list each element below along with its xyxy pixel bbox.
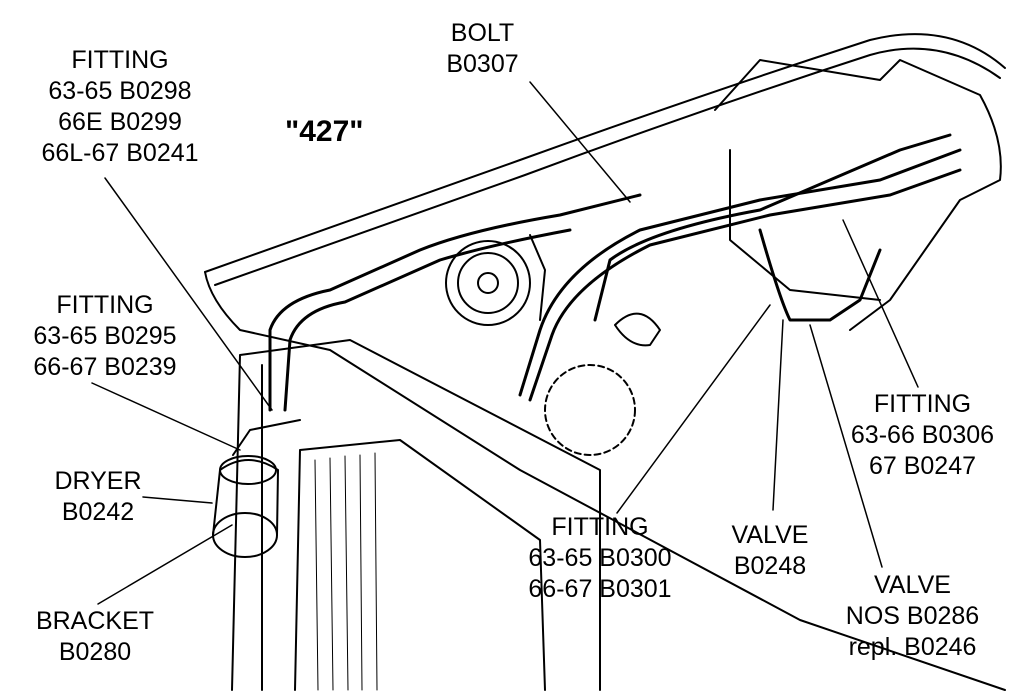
callout-line: 66-67 B0239 xyxy=(33,353,177,381)
callout-name: FITTING xyxy=(71,46,169,74)
callout-name: FITTING xyxy=(56,291,154,319)
callout-name: BRACKET xyxy=(35,607,155,635)
hood-outline xyxy=(204,33,1006,273)
callout-line: B0280 xyxy=(58,638,132,666)
dryer-canister xyxy=(212,419,301,558)
callout-line: B0248 xyxy=(733,552,807,580)
callout-name: VALVE xyxy=(731,521,809,549)
leader-fitting-left-mid xyxy=(91,382,241,451)
firewall-line-2 xyxy=(729,149,881,301)
leader-bracket xyxy=(97,524,233,605)
callout-fitting-left-mid: FITTING 63-65 B0295 66-67 B0239 xyxy=(10,290,200,383)
cap xyxy=(614,312,661,347)
leader-lines xyxy=(91,81,919,605)
callout-line: 63-65 B0295 xyxy=(33,322,177,350)
callout-fitting-bottom: FITTING 63-65 B0300 66-67 B0301 xyxy=(505,512,695,605)
leader-fitting-left-top xyxy=(104,177,273,411)
callout-name: FITTING xyxy=(873,390,972,418)
leader-valve-nos xyxy=(809,324,883,568)
condenser-fins xyxy=(314,452,378,691)
callout-line: 66L-67 B0241 xyxy=(41,139,199,167)
callout-bolt: BOLT B0307 xyxy=(425,18,540,80)
firewall-line xyxy=(714,59,1002,331)
callout-line: 63-65 B0298 xyxy=(48,77,192,105)
callout-line: 63-65 B0300 xyxy=(528,544,672,572)
callout-name: DRYER xyxy=(54,467,142,495)
leader-fitting-bottom xyxy=(616,304,771,514)
leader-valve-b0248 xyxy=(772,319,784,511)
callout-bracket: BRACKET B0280 xyxy=(20,606,170,668)
leader-dryer xyxy=(142,496,213,504)
callout-line: 66-67 B0301 xyxy=(528,575,672,603)
engine-title: "427" xyxy=(285,115,364,148)
hood-inner-outline xyxy=(214,47,1001,286)
callout-line: repl. B0246 xyxy=(848,633,977,661)
callout-name: FITTING xyxy=(551,513,649,541)
callout-dryer: DRYER B0242 xyxy=(38,466,158,528)
callout-name: VALVE xyxy=(874,571,951,599)
callout-valve-nos: VALVE NOS B0286 repl. B0246 xyxy=(825,570,1000,663)
callout-line: 63-66 B0306 xyxy=(850,421,995,449)
callout-line: B0242 xyxy=(61,498,135,526)
callout-line: 66E B0299 xyxy=(58,108,182,136)
refrigerant-hoses xyxy=(268,133,962,412)
leader-fitting-right xyxy=(842,219,919,388)
leader-bolt xyxy=(529,81,631,203)
callout-fitting-left-top: FITTING 63-65 B0298 66E B0299 66L-67 B02… xyxy=(20,45,220,169)
callout-line: NOS B0286 xyxy=(845,602,980,630)
radiator-outline xyxy=(231,339,601,691)
callout-valve-b0248: VALVE B0248 xyxy=(715,520,825,582)
callout-line: 67 B0247 xyxy=(868,452,977,480)
condenser-outline xyxy=(294,439,546,691)
callout-name: BOLT xyxy=(450,19,515,47)
compressor xyxy=(445,234,546,326)
callout-line: B0307 xyxy=(446,50,519,78)
callout-fitting-right: FITTING 63-66 B0306 67 B0247 xyxy=(835,389,1009,482)
fender-edge xyxy=(204,271,1006,691)
blower-outline xyxy=(544,364,636,456)
